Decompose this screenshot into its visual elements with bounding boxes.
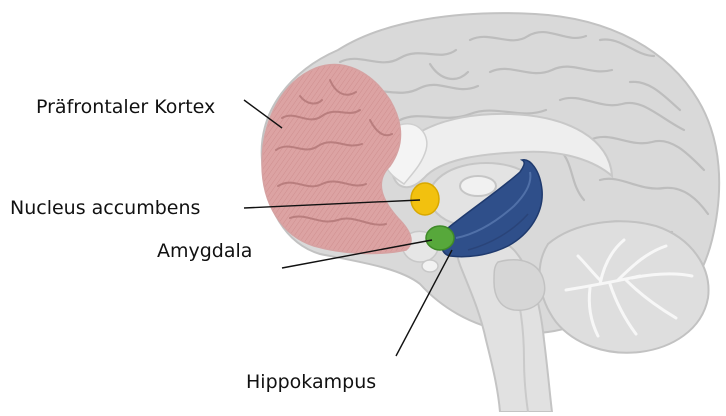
mammillary-body — [422, 260, 438, 272]
label-prefrontal-cortex: Präfrontaler Kortex — [36, 96, 215, 118]
pons — [494, 260, 545, 310]
thalamus-nucleus — [460, 176, 496, 196]
label-amygdala: Amygdala — [157, 240, 252, 262]
label-nucleus-accumbens: Nucleus accumbens — [10, 197, 200, 219]
nucleus-accumbens-region — [411, 183, 439, 215]
label-hippocampus: Hippokampus — [246, 371, 376, 393]
amygdala-region — [426, 226, 454, 250]
